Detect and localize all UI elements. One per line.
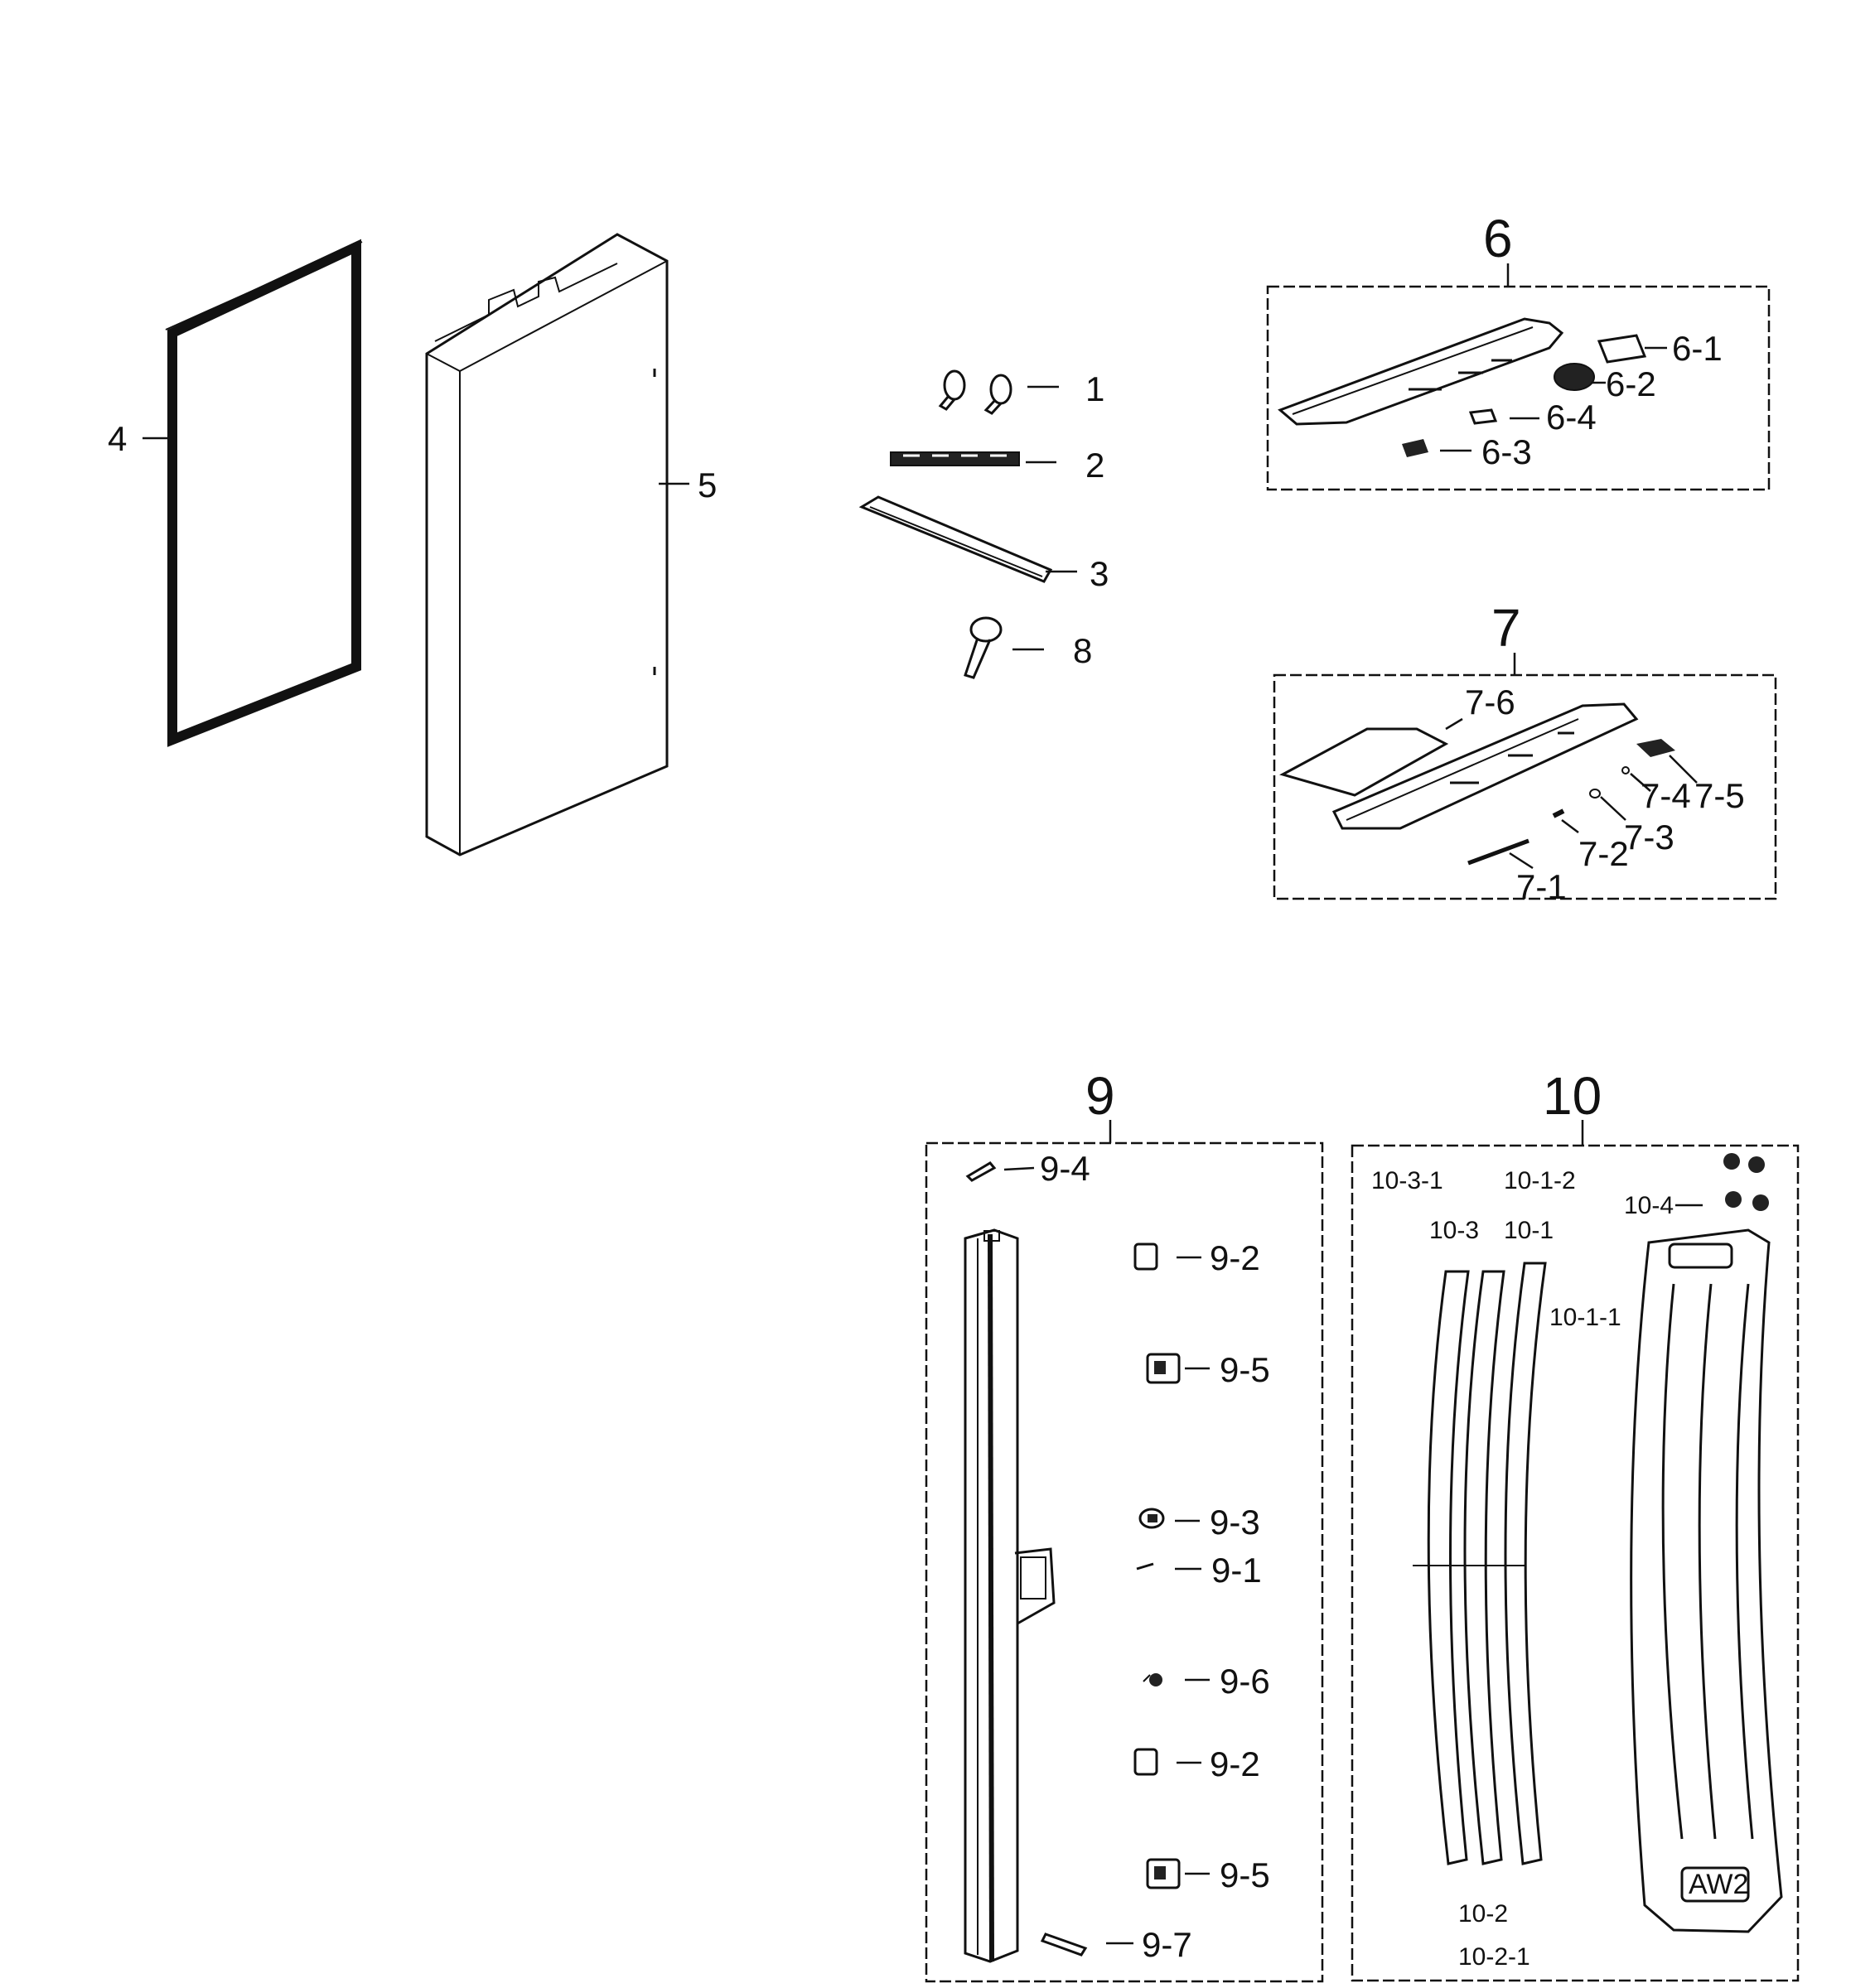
pin-9-4 xyxy=(965,1161,997,1182)
leader-7-1 xyxy=(1509,852,1534,870)
callout-7-2: 7-2 xyxy=(1578,834,1629,873)
leader-7-3 xyxy=(1600,796,1626,821)
group-6-box xyxy=(1266,285,1771,491)
callout-10-3: 10-3 xyxy=(1429,1217,1479,1244)
group-10-box xyxy=(1351,1144,1800,1982)
callout-8: 8 xyxy=(1073,631,1092,670)
callout-7-6: 7-6 xyxy=(1465,683,1515,721)
callout-4: 4 xyxy=(108,419,127,458)
callout-9-6: 9-6 xyxy=(1220,1662,1270,1701)
cap-6-2 xyxy=(1554,363,1595,391)
callout-9-7: 9-7 xyxy=(1142,1925,1192,1964)
shelf-frame-part-10 xyxy=(1630,1228,1783,1933)
callout-10-3-1: 10-3-1 xyxy=(1371,1167,1443,1194)
leader-7-4 xyxy=(1630,773,1651,792)
assembly-part-6 xyxy=(1278,317,1564,426)
handle-cap-part-3 xyxy=(858,495,1053,583)
leader-7-5 xyxy=(1669,755,1698,784)
cam-9-5-bottom xyxy=(1146,1858,1181,1889)
callout-9-2-top: 9-2 xyxy=(1210,1238,1260,1277)
screw-7-4 xyxy=(1621,766,1630,774)
leader-9-4 xyxy=(1003,1166,1035,1171)
pin-7-2 xyxy=(1552,808,1565,818)
leader-7-2 xyxy=(1561,819,1579,833)
cam-9-5-top xyxy=(1146,1353,1181,1384)
frame-emboss-text: AW2 xyxy=(1689,1869,1748,1900)
shelf-rails-10-1 xyxy=(1413,1262,1547,1865)
clip-7-5 xyxy=(1636,739,1675,757)
callout-7-3: 7-3 xyxy=(1624,818,1674,856)
callout-10-4: 10-4 xyxy=(1624,1192,1674,1219)
group-10-title: 10 xyxy=(1543,1066,1602,1126)
screws-10-4 xyxy=(1723,1153,1769,1211)
bolt-part-8 xyxy=(964,616,1003,679)
callout-9-5-bottom: 9-5 xyxy=(1220,1855,1270,1894)
bushing-9-2-bottom xyxy=(1133,1748,1158,1776)
bushing-9-2-top xyxy=(1133,1242,1158,1271)
callout-1: 1 xyxy=(1085,369,1104,408)
group-6-title: 6 xyxy=(1483,209,1513,268)
spring-7-3 xyxy=(1589,789,1601,799)
lever-7-1 xyxy=(1467,838,1529,866)
callout-9-4: 9-4 xyxy=(1040,1149,1090,1188)
callout-6-3: 6-3 xyxy=(1481,432,1532,471)
callout-5: 5 xyxy=(698,466,717,504)
callout-10-1-1: 10-1-1 xyxy=(1549,1304,1621,1331)
callout-10-1: 10-1 xyxy=(1504,1217,1554,1244)
callout-10-2-1: 10-2-1 xyxy=(1458,1943,1530,1971)
clip-6-4 xyxy=(1468,408,1498,425)
screw-9-1 xyxy=(1136,1562,1154,1571)
assembly-part-7 xyxy=(1331,702,1639,830)
callout-6-4: 6-4 xyxy=(1546,398,1597,437)
callout-2: 2 xyxy=(1085,446,1104,485)
callout-9-5-top: 9-5 xyxy=(1220,1350,1270,1389)
screws-part-1 xyxy=(938,369,1012,415)
cap-9-3 xyxy=(1138,1508,1165,1529)
callout-9-1: 9-1 xyxy=(1211,1551,1262,1590)
callout-9-3: 9-3 xyxy=(1210,1503,1260,1542)
gasket-part-4 xyxy=(165,239,363,747)
callout-6-2: 6-2 xyxy=(1606,364,1656,403)
callout-7-4: 7-4 xyxy=(1641,776,1691,815)
strip-part-2 xyxy=(890,451,1020,466)
leader-7-6 xyxy=(1445,717,1463,731)
hinge-bar-part-9 xyxy=(964,1228,1056,1963)
callout-7-5: 7-5 xyxy=(1694,776,1745,815)
group-7-box xyxy=(1273,673,1777,900)
cover-7-6 xyxy=(1279,727,1449,797)
door-panel-part-5 xyxy=(425,233,669,856)
group-7-title: 7 xyxy=(1491,598,1521,658)
group-9-box xyxy=(925,1141,1324,1983)
callout-10-1-2: 10-1-2 xyxy=(1504,1167,1576,1194)
spring-9-6 xyxy=(1143,1673,1162,1686)
clip-6-3 xyxy=(1402,439,1428,457)
pin-9-7 xyxy=(1040,1933,1088,1957)
group-9-title: 9 xyxy=(1085,1066,1115,1126)
bracket-6-1 xyxy=(1597,334,1647,364)
callout-9-2-bottom: 9-2 xyxy=(1210,1744,1260,1783)
callout-10-2: 10-2 xyxy=(1458,1900,1508,1928)
callout-7-1: 7-1 xyxy=(1516,867,1567,906)
callout-3: 3 xyxy=(1090,554,1109,593)
callout-6-1: 6-1 xyxy=(1672,329,1723,368)
